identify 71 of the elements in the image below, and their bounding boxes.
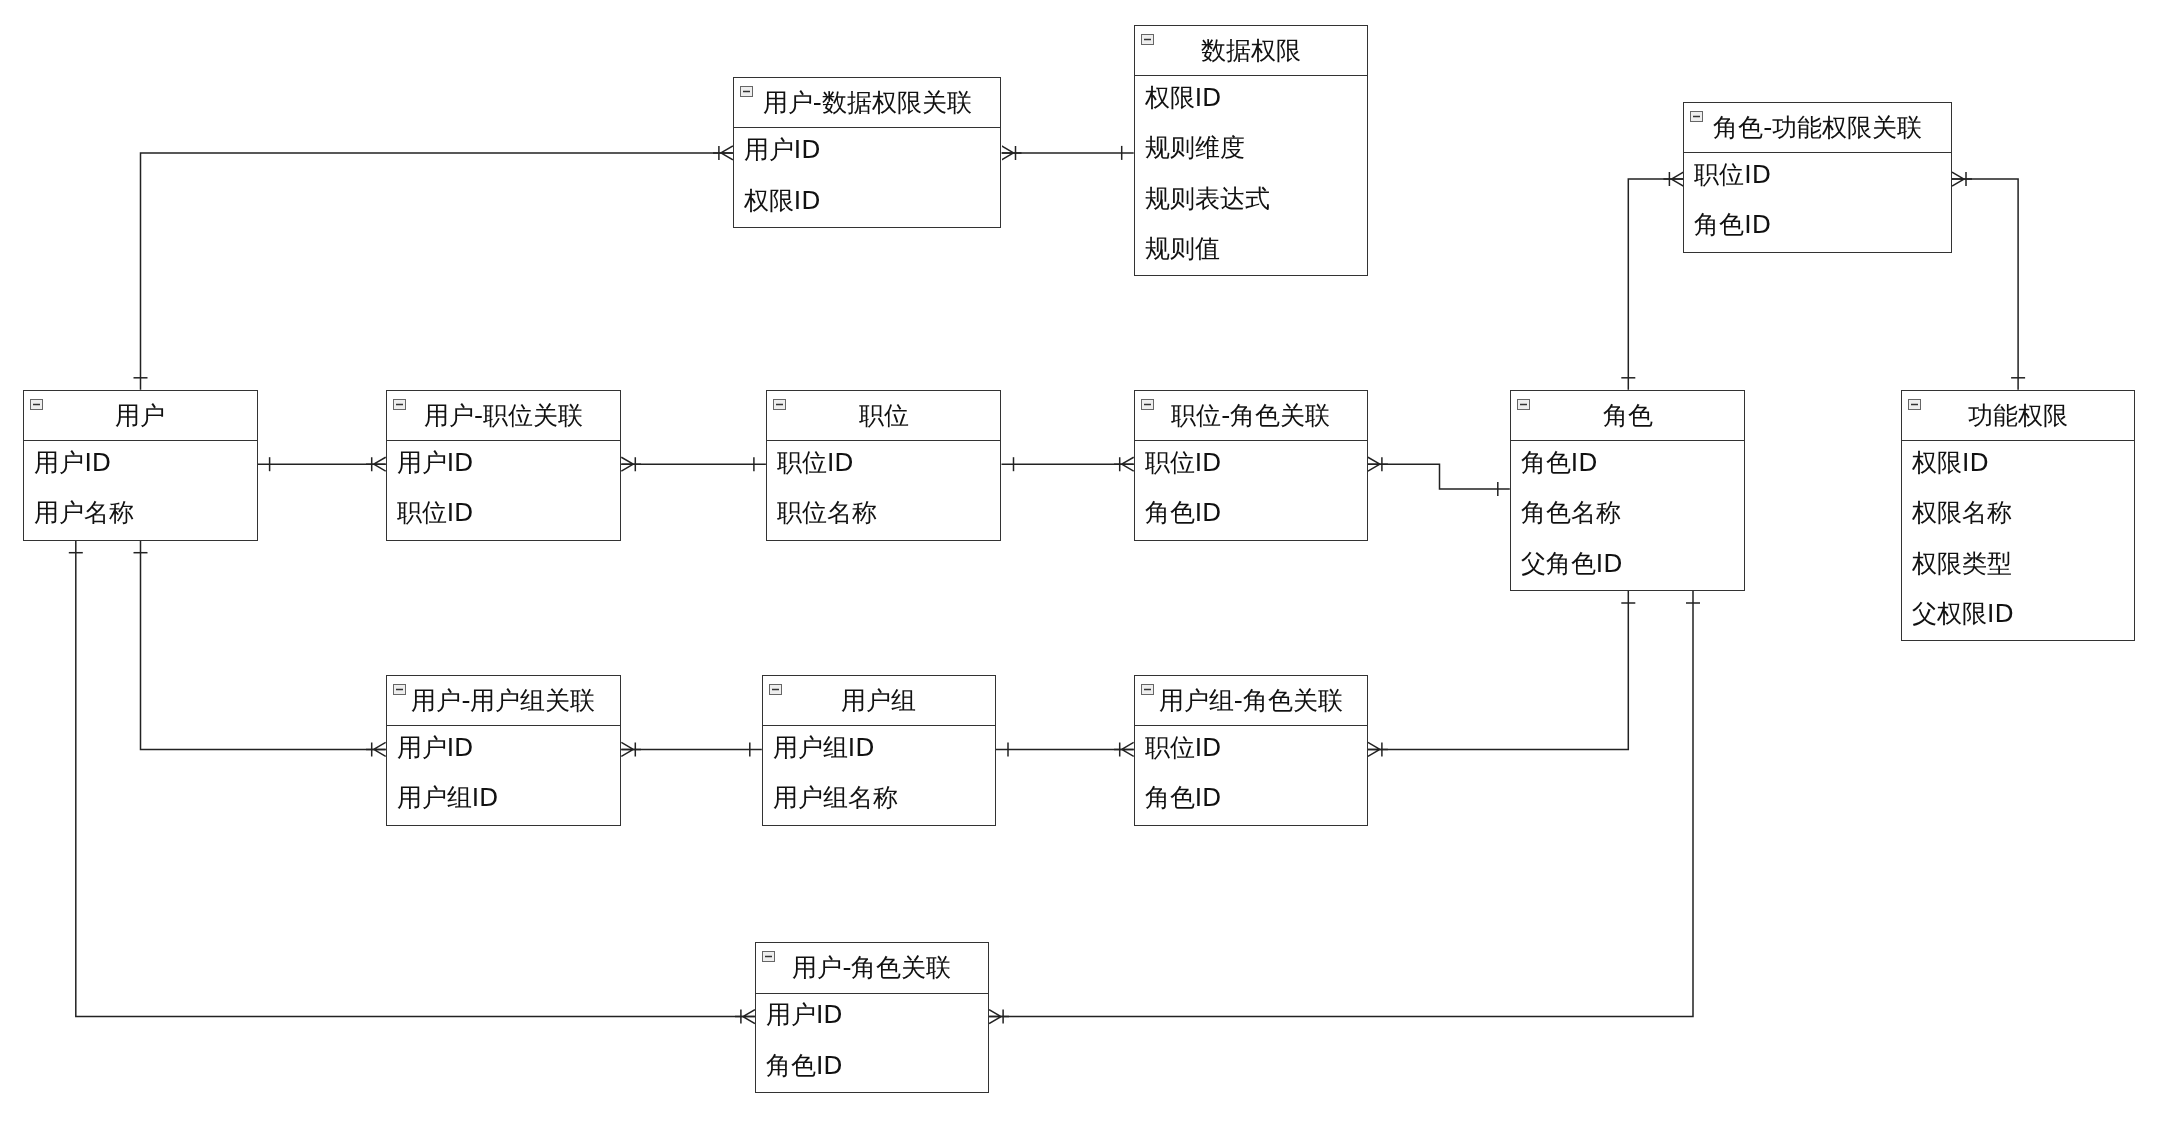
- field-name: 职位ID: [776, 448, 854, 478]
- field-name: 父权限ID: [1912, 598, 2014, 629]
- field-name: 用户ID: [743, 135, 821, 166]
- field-name: 角色ID: [1144, 783, 1222, 814]
- field-name: 用户名称: [34, 498, 135, 529]
- entity-table: [1133, 675, 1368, 826]
- entity-table: [1683, 101, 1952, 253]
- field-name: 用户ID: [34, 448, 112, 478]
- relationship-line: [68, 539, 756, 1025]
- relationship-line: [132, 539, 387, 758]
- entity-table: [385, 389, 622, 541]
- field-name: 用户组ID: [396, 783, 499, 814]
- entity-table: [1133, 389, 1368, 541]
- table-title: 用户: [115, 399, 166, 432]
- field-name: 权限ID: [743, 185, 821, 216]
- entity-table: [754, 942, 990, 1094]
- field-name: 用户组ID: [772, 733, 875, 764]
- field-name: 用户组名称: [772, 783, 898, 814]
- field-name: 职位ID: [1144, 733, 1222, 764]
- field-name: 职位ID: [1694, 160, 1771, 191]
- table-title: 用户-角色关联: [792, 952, 952, 985]
- relationship-line: [995, 741, 1135, 758]
- table-title: 角色-功能权限关联: [1713, 112, 1923, 145]
- table-title: 数据权限: [1200, 34, 1301, 67]
- field-name: 职位ID: [1144, 448, 1222, 478]
- relationship-line: [620, 741, 763, 758]
- field-name: 角色ID: [1144, 498, 1222, 529]
- entity-table: [732, 77, 1002, 228]
- field-name: 角色名称: [1520, 498, 1621, 529]
- entity-table: [765, 389, 1002, 541]
- relationship-line: [620, 456, 767, 472]
- field-name: 权限ID: [1912, 448, 1989, 478]
- relationship-line: [1951, 171, 2026, 391]
- table-title: 职位-角色关联: [1171, 399, 1331, 432]
- field-name: 用户ID: [396, 733, 474, 764]
- relationship-line: [256, 456, 387, 472]
- entity-table: [1509, 389, 1746, 591]
- field-name: 权限ID: [1144, 82, 1222, 113]
- field-name: 权限类型: [1912, 548, 2012, 579]
- field-name: 角色ID: [1520, 448, 1598, 478]
- table-title: 用户-用户组关联: [411, 685, 596, 718]
- entity-table: [1901, 389, 2136, 642]
- entity-table: [761, 675, 996, 826]
- relationship-line: [988, 590, 1701, 1025]
- relationship-line: [1000, 456, 1135, 472]
- field-name: 用户ID: [765, 1000, 843, 1031]
- field-name: 权限名称: [1912, 498, 2012, 529]
- field-name: 职位名称: [776, 498, 877, 529]
- table-title: 功能权限: [1968, 399, 2069, 432]
- relationship-line: [1367, 456, 1511, 497]
- table-title: 用户-职位关联: [423, 399, 583, 432]
- field-name: 角色ID: [765, 1050, 843, 1081]
- field-name: 规则维度: [1144, 133, 1245, 164]
- table-title: 角色: [1602, 399, 1653, 432]
- entity-table: [23, 389, 258, 541]
- field-name: 职位ID: [396, 498, 474, 529]
- relationship-line: [132, 145, 734, 391]
- field-name: 规则表达式: [1144, 183, 1270, 214]
- relationship-line: [1000, 145, 1135, 161]
- field-name: 父角色ID: [1520, 548, 1623, 579]
- relationship-line: [1620, 171, 1685, 391]
- table-title: 用户-数据权限关联: [762, 87, 972, 120]
- table-title: 用户组: [841, 685, 917, 718]
- field-name: 规则值: [1144, 233, 1220, 264]
- field-name: 角色ID: [1694, 210, 1771, 241]
- relationship-line: [1367, 590, 1637, 758]
- table-title: 用户组-角色关联: [1158, 685, 1343, 718]
- field-name: 用户ID: [396, 448, 474, 478]
- table-title: 职位: [858, 399, 909, 432]
- entity-table: [385, 675, 622, 826]
- entity-table: [1133, 24, 1368, 277]
